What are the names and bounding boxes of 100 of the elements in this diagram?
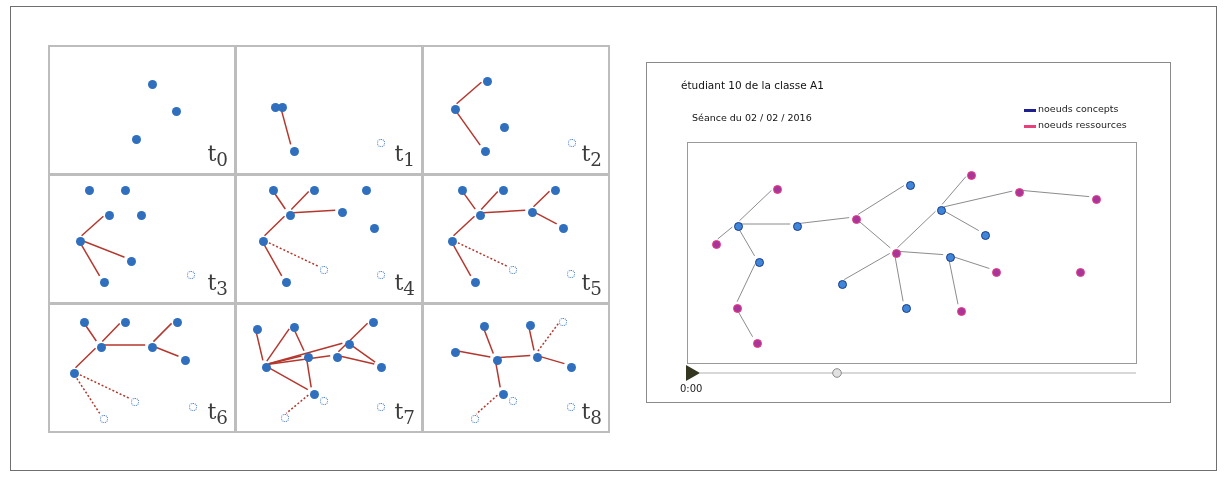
node-dot <box>492 355 502 365</box>
node-dot <box>172 317 182 327</box>
connector-line <box>337 322 369 353</box>
node-dot <box>337 207 347 217</box>
node-dot <box>96 342 106 352</box>
connector-line <box>952 256 990 269</box>
snapshot-panel <box>422 174 610 304</box>
time-step-label: t$_{4}$ <box>394 272 415 299</box>
node-dot <box>104 210 114 220</box>
node-dot <box>261 362 271 372</box>
node-dot <box>498 185 508 195</box>
snapshot-panel <box>422 45 610 175</box>
node-dot <box>252 324 262 334</box>
snapshot-panel <box>48 303 236 433</box>
node-dot <box>527 207 537 217</box>
connector-line <box>152 322 173 343</box>
node-dot <box>171 106 181 116</box>
resource-node-dot <box>1014 187 1024 197</box>
resource-node-dot <box>851 214 861 224</box>
node-dot <box>480 146 490 156</box>
time-step-label: t$_{8}$ <box>581 401 602 428</box>
snapshot-panel <box>422 303 610 433</box>
node-dot <box>376 362 386 372</box>
node-dot <box>126 256 136 266</box>
node-dot <box>447 236 457 246</box>
time-step-label: t$_{2}$ <box>581 143 602 170</box>
concept-node-dot <box>980 230 990 240</box>
resource-node-dot <box>966 170 976 180</box>
node-dot <box>84 185 94 195</box>
node-dot <box>450 104 460 114</box>
node-dot <box>180 355 190 365</box>
node-dot <box>258 236 268 246</box>
resource-node-dot <box>711 239 721 249</box>
node-dot <box>344 339 354 349</box>
legend-label: noeuds ressources <box>1038 120 1127 130</box>
node-dot <box>525 320 535 330</box>
connector-line <box>74 347 97 369</box>
concept-node-dot <box>792 221 802 231</box>
dotted-connector-line <box>285 394 310 415</box>
node-dot <box>75 236 85 246</box>
concept-node-dot <box>945 252 955 262</box>
connector-line <box>290 190 310 211</box>
node-dot <box>69 368 79 378</box>
node-dot <box>361 185 371 195</box>
node-dot <box>309 389 319 399</box>
graph-canvas <box>687 142 1137 364</box>
node-dot <box>566 362 576 372</box>
node-dot <box>369 223 379 233</box>
resource-node-dot <box>956 306 966 316</box>
connector-line <box>267 342 344 365</box>
snapshot-panel <box>235 174 423 304</box>
node-dot <box>289 146 299 156</box>
connector-line <box>482 209 526 214</box>
connector-line <box>292 209 336 214</box>
connector-line <box>898 250 944 256</box>
connector-line <box>532 190 551 208</box>
node-dot <box>479 321 489 331</box>
snapshot-panel <box>235 303 423 433</box>
node-dot <box>499 122 509 132</box>
node-dot <box>120 317 130 327</box>
node-dot <box>457 185 467 195</box>
node-dot <box>270 102 280 112</box>
time-step-label: t$_{0}$ <box>207 143 228 170</box>
resource-node-dot <box>1075 267 1085 277</box>
connector-line <box>452 215 476 237</box>
connector-line <box>268 354 331 366</box>
resource-node-dot <box>772 184 782 194</box>
time-step-label: t$_{7}$ <box>394 401 415 428</box>
node-dot <box>498 389 508 399</box>
node-dot <box>475 210 485 220</box>
concept-node-dot <box>837 279 847 289</box>
concept-node-dot <box>905 180 915 190</box>
resource-node-dot <box>1091 194 1101 204</box>
connector-line <box>263 215 286 237</box>
connector-line <box>897 210 936 249</box>
snapshot-panel <box>48 174 236 304</box>
connector-line <box>799 217 850 224</box>
connector-line <box>857 219 891 249</box>
dotted-connector-line <box>537 322 560 352</box>
dotted-connector-line <box>475 394 499 415</box>
connector-line <box>480 190 499 211</box>
node-dot <box>309 185 319 195</box>
node-dot <box>99 277 109 287</box>
concept-node-dot <box>901 303 911 313</box>
connector-line <box>717 226 733 240</box>
connector-line <box>499 354 531 359</box>
node-dot <box>147 342 157 352</box>
connector-line <box>80 215 105 237</box>
concept-node-dot <box>733 221 743 231</box>
connector-line <box>736 263 756 303</box>
node-dot <box>332 352 342 362</box>
legend-label: noeuds concepts <box>1038 104 1119 114</box>
node-dot <box>470 277 480 287</box>
heading-text: étudiant 10 de la classe A1 <box>681 80 824 91</box>
connector-line <box>941 176 967 205</box>
connector-line <box>455 81 483 105</box>
time-step-label: t$_{5}$ <box>581 272 602 299</box>
player-window <box>646 62 1171 403</box>
connector-line <box>101 322 121 343</box>
connector-line <box>948 259 959 305</box>
